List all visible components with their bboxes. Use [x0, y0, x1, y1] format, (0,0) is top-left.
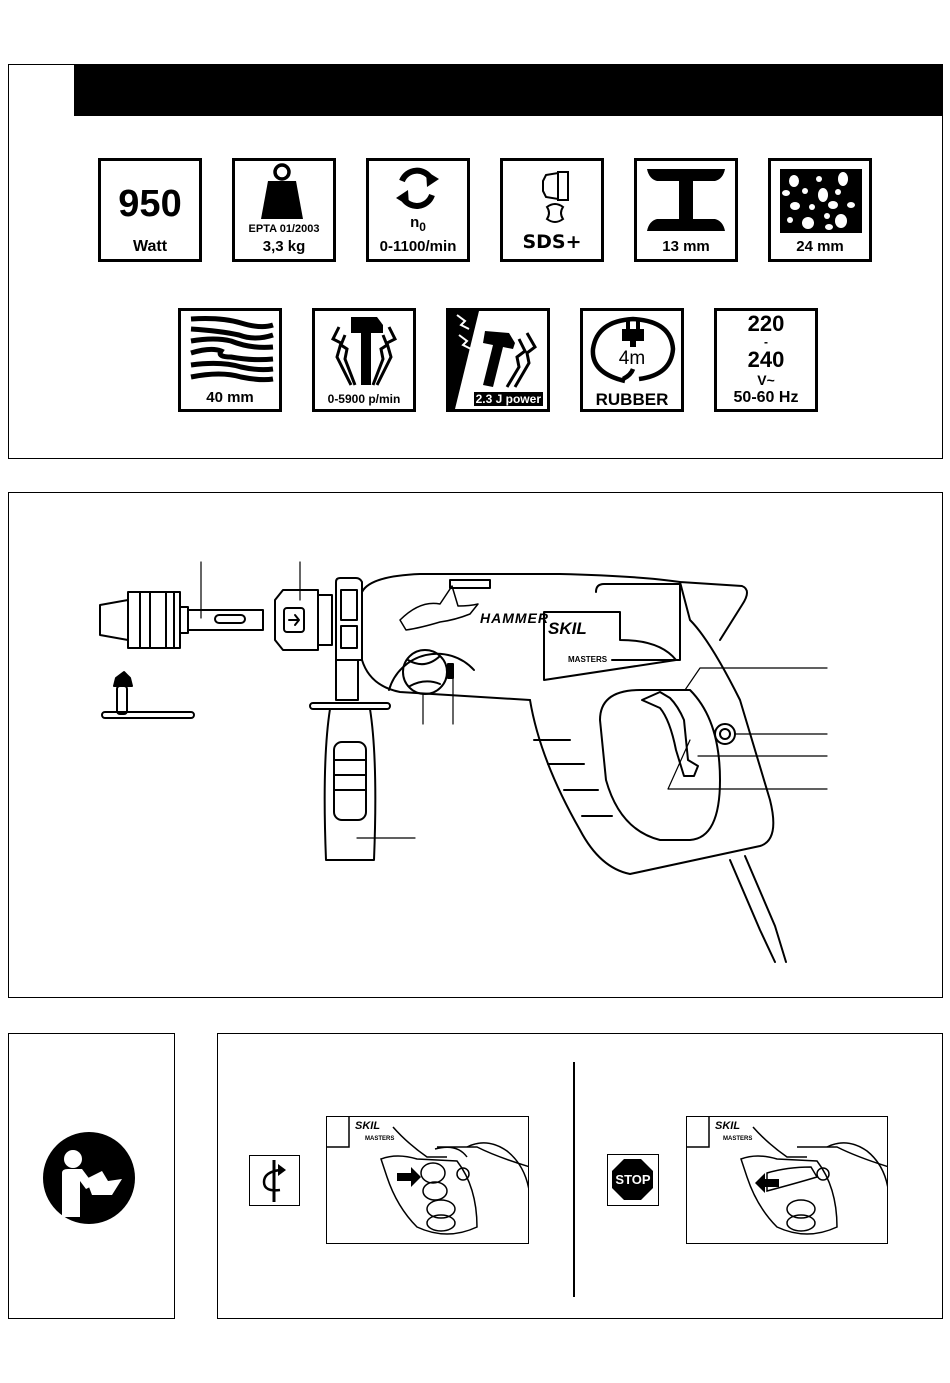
voltage-max: 240: [747, 347, 785, 372]
section-header-bar: [74, 64, 943, 116]
concrete-value: 24 mm: [796, 238, 844, 255]
spec-cable: 4m RUBBER: [580, 308, 684, 412]
masters-label: MASTERS: [568, 655, 608, 664]
tool-diagram-panel: [8, 492, 943, 998]
cable-length: 4m: [618, 348, 646, 369]
wood-grain-icon: [190, 316, 274, 383]
panel-divider: [573, 1062, 575, 1297]
masters-label: MASTERS: [365, 1136, 395, 1142]
skil-logo: SKIL: [355, 1120, 381, 1132]
spec-sds: SDS+: [500, 158, 604, 262]
weight-icon: [261, 163, 303, 219]
steel-beam-icon: [647, 169, 725, 231]
stop-sign-box: STOP: [607, 1154, 659, 1206]
trigger-release-icon: [687, 1117, 887, 1235]
hammer-energy-icon: [449, 311, 537, 409]
voltage-frequency: 50-60 Hz: [733, 389, 799, 406]
wood-value: 40 mm: [206, 389, 254, 406]
sds-chuck-icon: [542, 171, 569, 223]
switch-on-illustration: SKIL MASTERS: [326, 1116, 529, 1244]
stop-sign-icon: [612, 1159, 653, 1200]
stop-label: STOP: [615, 1172, 651, 1187]
power-unit: Watt: [132, 238, 168, 255]
spec-impact-rate: 0-5900 p/min: [312, 308, 416, 412]
steel-value: 13 mm: [662, 238, 710, 255]
sds-value: SDS+: [522, 231, 582, 253]
spec-voltage: 220 - 240 V~ 50-60 Hz: [714, 308, 818, 412]
voltage-dash: -: [764, 335, 768, 349]
spec-power: 950 Watt: [98, 158, 202, 262]
speed-value: 0-1100/min: [379, 238, 457, 255]
rotation-direction-icon: [262, 1160, 286, 1202]
read-manual-panel: [8, 1033, 175, 1319]
hammer-decal-text: HAMMER: [480, 610, 549, 626]
cable-type: RUBBER: [595, 390, 669, 409]
concrete-icon: [780, 169, 862, 233]
switch-off-illustration: SKIL MASTERS: [686, 1116, 888, 1244]
spec-steel: 13 mm: [634, 158, 738, 262]
speed-symbol: n0: [410, 214, 426, 234]
hammer-impact-icon: [330, 317, 398, 386]
power-value: 950: [118, 183, 182, 225]
rotation-direction-box: [249, 1155, 300, 1206]
read-manual-icon: [43, 1132, 135, 1224]
impact-rate-value: 0-5900 p/min: [327, 392, 401, 406]
weight-value: 3,3 kg: [262, 238, 306, 255]
spec-wood: 40 mm: [178, 308, 282, 412]
spec-weight: EPTA 01/2003 3,3 kg: [232, 158, 336, 262]
trigger-press-icon: [327, 1117, 528, 1235]
skil-logo: SKIL: [548, 619, 587, 638]
voltage-unit: V~: [757, 372, 775, 388]
spec-concrete: 24 mm: [768, 158, 872, 262]
spec-speed: n0 0-1100/min: [366, 158, 470, 262]
rotation-icon: [396, 167, 439, 209]
impact-energy-value: 2.3 J power: [473, 392, 543, 406]
cable-plug-icon: [590, 316, 676, 384]
spec-impact-energy: 2.3 J power: [446, 308, 550, 412]
voltage-min: 220: [747, 311, 785, 336]
weight-standard: EPTA 01/2003: [248, 223, 320, 235]
skil-logo: SKIL: [715, 1120, 741, 1132]
masters-label: MASTERS: [723, 1136, 753, 1142]
